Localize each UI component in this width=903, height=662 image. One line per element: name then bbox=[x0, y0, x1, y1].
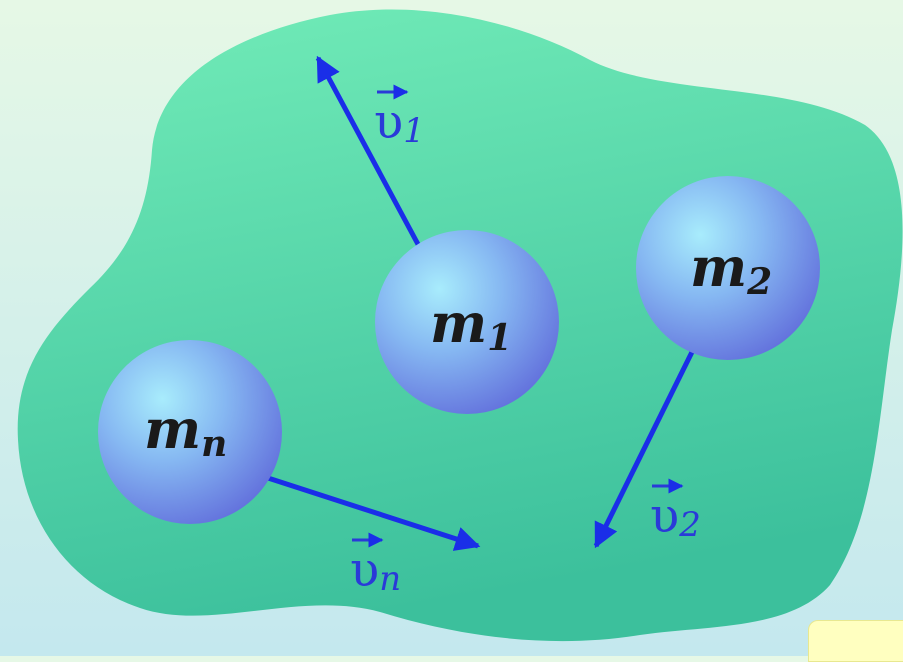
system-of-particles-diagram: m1 m2 mn υ1 υ2 υn bbox=[0, 0, 903, 656]
